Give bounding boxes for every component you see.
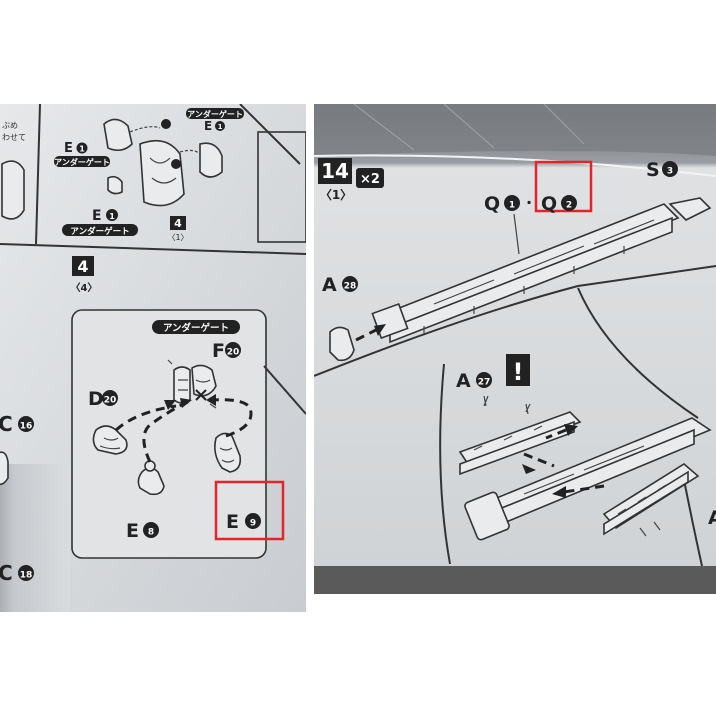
right-manual-photo: 14 ×2 〈1〉 Q 1 · Q 2 S 3 A 28	[314, 104, 716, 594]
step-panel	[71, 309, 267, 559]
part-label-e1c: E	[92, 208, 102, 224]
panel-divider	[577, 287, 699, 419]
assembly-arrow	[563, 484, 605, 494]
panel-divider	[263, 365, 306, 415]
panel-divider	[239, 104, 301, 165]
part-f-drawing	[167, 359, 217, 409]
step-number: 14	[321, 159, 349, 183]
table-texture	[353, 104, 585, 151]
svg-text:20: 20	[227, 348, 240, 358]
part-q-drawing	[371, 197, 712, 344]
shadow	[0, 464, 70, 612]
part-drawing	[1, 160, 25, 220]
small-step-sub: 〈1〉	[167, 233, 188, 242]
part-label-a-edge: A	[708, 507, 716, 529]
panel-divider	[35, 104, 41, 245]
part-label-a27: A	[456, 370, 471, 392]
svg-text:27: 27	[478, 378, 491, 388]
note-text: わせて	[2, 133, 26, 142]
separator-dot: ·	[526, 193, 532, 212]
label-text-top-2: アンダーゲート	[54, 157, 110, 167]
part-label-s3: S	[646, 159, 660, 181]
svg-text:9: 9	[250, 519, 256, 529]
panel-divider	[683, 479, 703, 567]
panel-divider	[0, 243, 306, 255]
panel-frame	[257, 131, 306, 243]
panel-divider	[314, 265, 716, 377]
table-surface	[314, 104, 716, 156]
assembly-arrow	[211, 398, 253, 438]
left-manual-drawing: ぶめ わせて アンダーゲート アンダーゲート アンダーゲート E 1 E 1 E…	[0, 104, 306, 612]
top-assembly-drawing	[103, 118, 223, 207]
small-step-number: 4	[174, 217, 182, 230]
small-step-badge	[170, 216, 186, 230]
part-label-c16: C	[0, 412, 13, 436]
warning-mark: !	[513, 358, 524, 386]
label-pill	[152, 320, 240, 334]
part-drawing	[0, 451, 9, 486]
part-label-q2: Q	[541, 193, 557, 215]
part-lower-barrel-drawing	[464, 417, 712, 541]
assembly-arrow	[523, 452, 555, 468]
part-label-e9: E	[226, 511, 239, 533]
step-number-badge	[72, 256, 94, 276]
right-manual-drawing: 14 ×2 〈1〉 Q 1 · Q 2 S 3 A 28	[314, 104, 716, 594]
svg-text:1: 1	[218, 123, 223, 131]
svg-text:2: 2	[566, 201, 572, 211]
svg-text:28: 28	[344, 282, 357, 292]
assembly-arrow	[545, 428, 567, 440]
multiplier-badge	[356, 168, 384, 188]
part-a28-drawing	[329, 326, 355, 362]
panel-label: アンダーゲート	[163, 322, 229, 334]
highlight-box-e9	[214, 480, 285, 541]
svg-text:20: 20	[104, 396, 117, 406]
svg-text:16: 16	[20, 422, 33, 432]
part-label-f20: F	[212, 340, 225, 362]
label-text-top-3: アンダーゲート	[70, 226, 129, 237]
warning-badge	[506, 354, 530, 386]
step-sub: 〈1〉	[320, 187, 352, 202]
part-side-panel-drawing	[602, 463, 700, 536]
svg-text:1: 1	[509, 201, 515, 211]
part-label-q1: Q	[484, 193, 500, 215]
svg-text:8: 8	[148, 528, 154, 538]
part-label-e1b: E	[204, 119, 212, 133]
paper-edge	[314, 154, 716, 177]
part-label-e1a: E	[64, 141, 73, 156]
part-e9-drawing	[214, 432, 242, 473]
bottom-bar	[314, 566, 716, 594]
label-pill	[54, 156, 110, 167]
multiplier: ×2	[360, 172, 380, 187]
step-number-badge	[318, 158, 352, 184]
left-manual-photo: ぶめ わせて アンダーゲート アンダーゲート アンダーゲート E 1 E 1 E…	[0, 104, 306, 612]
highlight-box-q2	[534, 160, 593, 213]
label-pill	[62, 224, 138, 236]
assembly-arrow	[142, 400, 189, 463]
svg-text:1: 1	[79, 145, 85, 154]
assembly-arrow	[114, 404, 177, 432]
part-label-e8: E	[126, 520, 139, 542]
step-number: 4	[77, 257, 88, 276]
label-pill	[186, 108, 244, 119]
part-a27-drawing	[458, 411, 582, 476]
svg-text:1: 1	[109, 212, 115, 221]
label-text-top-1: アンダーゲート	[187, 109, 243, 119]
part-label-c18: C	[0, 561, 13, 585]
svg-text:18: 18	[20, 571, 33, 581]
step-sub: 〈4〉	[71, 281, 98, 294]
part-label-a28: A	[322, 274, 337, 296]
part-label-d20: D	[88, 388, 104, 410]
svg-text:3: 3	[667, 167, 673, 177]
note-text: ぶめ	[2, 121, 18, 130]
panel-divider	[439, 363, 451, 565]
